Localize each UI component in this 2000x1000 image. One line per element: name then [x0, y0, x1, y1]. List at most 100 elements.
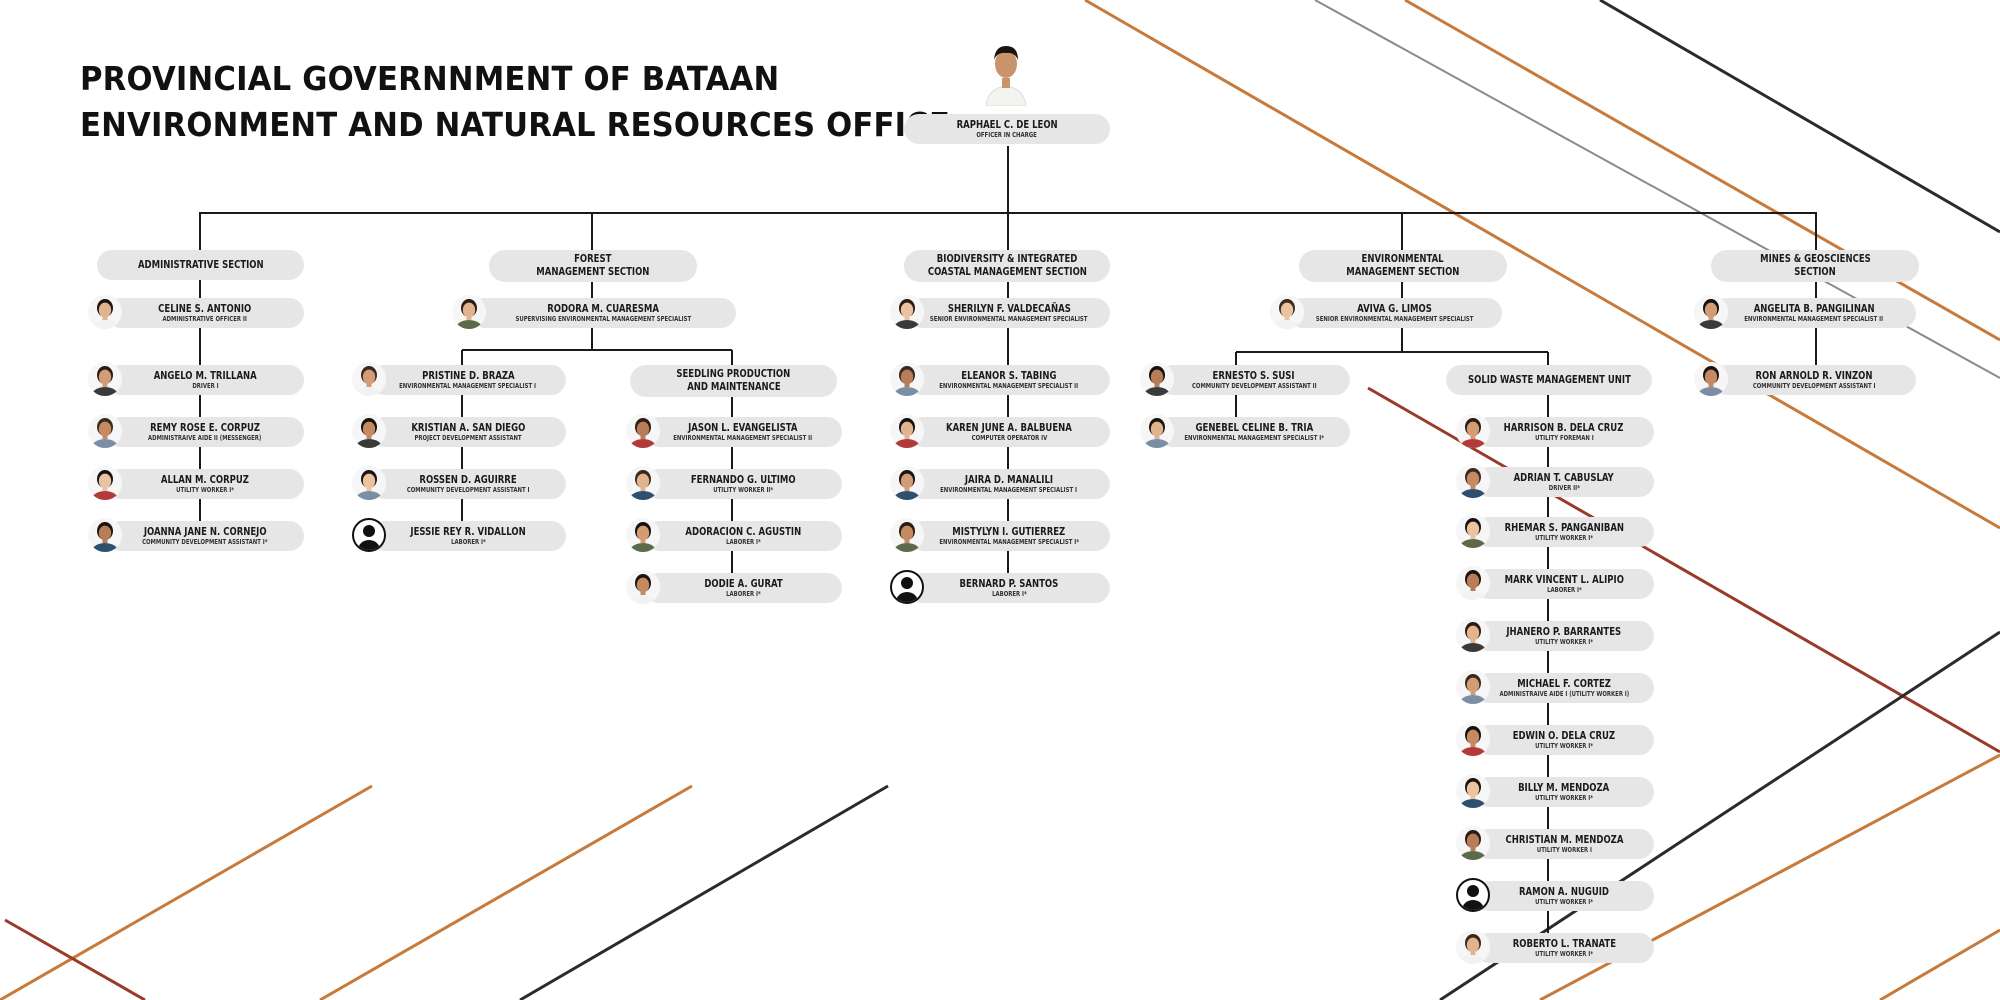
person-position: ENVIRONMENTAL MANAGEMENT SPECIALIST II	[939, 381, 1079, 390]
person-photo	[626, 466, 660, 500]
person-name: RAPHAEL C. DE LEON	[956, 118, 1058, 131]
person-position: ENVIRONMENTAL MANAGEMENT SPECIALIST II	[1744, 314, 1884, 323]
person-position: ENVIRONMENTAL MANAGEMENT SPECIALIST II	[673, 433, 813, 442]
person-position: DRIVER II*	[1548, 483, 1580, 492]
person-photo	[452, 295, 486, 329]
person-photo	[626, 518, 660, 552]
person-photo	[626, 414, 660, 448]
person-photo	[1694, 362, 1728, 396]
person-name: ADORACION C. AGUSTIN	[685, 525, 801, 538]
person-position: DRIVER I	[191, 381, 219, 390]
person-name: RHEMAR S. PANGANIBAN	[1504, 521, 1624, 534]
person-position: PROJECT DEVELOPMENT ASSISTANT	[414, 433, 522, 442]
person-photo	[88, 518, 122, 552]
person-position: COMMUNITY DEVELOPMENT ASSISTANT I	[1752, 381, 1876, 390]
person-photo	[352, 466, 386, 500]
person-photo	[1456, 774, 1490, 808]
person-name: JAIRA D. MANALILI	[964, 473, 1054, 486]
person-photo	[1456, 670, 1490, 704]
person-name: ROSSEN D. AGUIRRE	[419, 473, 517, 486]
person-name: ROBERTO L. TRANATE	[1512, 937, 1616, 950]
silhouette-icon	[1456, 878, 1490, 912]
person-photo	[1140, 362, 1174, 396]
person-name: CHRISTIAN M. MENDOZA	[1505, 833, 1623, 846]
person-photo	[1270, 295, 1304, 329]
person-name: REMY ROSE E. CORPUZ	[150, 421, 260, 434]
section-biodiversity-line-1: BIODIVERSITY & INTEGRATED	[936, 253, 1078, 265]
person-name: ANGELITA B. PANGILINAN	[1753, 302, 1875, 315]
person-position: COMMUNITY DEVELOPMENT ASSISTANT I	[406, 485, 530, 494]
person-name: ADRIAN T. CABUSLAY	[1513, 471, 1615, 484]
person-position: UTILITY WORKER II*	[713, 485, 773, 494]
person-photo	[1456, 618, 1490, 652]
section-mines-geosciences-line-1: MINES & GEOSCIENCES	[1759, 253, 1871, 265]
person-name: BERNARD P. SANTOS	[959, 577, 1059, 590]
person-photo	[890, 414, 924, 448]
person-position: COMMUNITY DEVELOPMENT ASSISTANT II	[1191, 381, 1317, 390]
silhouette-icon	[352, 518, 386, 552]
person-photo	[1456, 566, 1490, 600]
section-administrative: ADMINISTRATIVE SECTION	[97, 250, 304, 280]
person-name: KRISTIAN A. SAN DIEGO	[411, 421, 525, 434]
person-name: ERNESTO S. SUSI	[1212, 369, 1296, 382]
person-position: UTILITY WORKER I*	[176, 485, 234, 494]
person-name: JASON L. EVANGELISTA	[688, 421, 798, 434]
person-photo	[626, 570, 660, 604]
subunit-solid-waste: SOLID WASTE MANAGEMENT UNIT	[1446, 365, 1652, 395]
section-forest-management-line-1: FOREST	[574, 253, 612, 265]
person-name: EDWIN O. DELA CRUZ	[1512, 729, 1616, 742]
person-photo	[890, 518, 924, 552]
person-name: MISTYLYN I. GUTIERREZ	[952, 525, 1066, 538]
person-position: LABORER I*	[725, 537, 761, 546]
person-name: CELINE S. ANTONIO	[158, 302, 252, 315]
person-photo	[1456, 414, 1490, 448]
person-photo	[88, 414, 122, 448]
person-position: OFFICER IN CHARGE	[976, 130, 1038, 139]
person-position: UTILITY WORKER I*	[1535, 949, 1593, 958]
person-position: LABORER I*	[725, 589, 761, 598]
person-name: JESSIE REY R. VIDALLON	[410, 525, 526, 538]
subunit-solid-waste-line-1: SOLID WASTE MANAGEMENT UNIT	[1467, 373, 1631, 386]
person-position: UTILITY FOREMAN I	[1534, 433, 1594, 442]
person-name: AVIVA G. LIMOS	[1357, 302, 1433, 315]
person-position: COMPUTER OPERATOR IV	[971, 433, 1047, 442]
person-photo	[352, 414, 386, 448]
person-photo	[1140, 414, 1174, 448]
section-environmental-management-line-2: MANAGEMENT SECTION	[1346, 266, 1460, 278]
person-photo	[88, 362, 122, 396]
person-position: UTILITY WORKER I*	[1535, 897, 1593, 906]
person-name: RODORA M. CUARESMA	[547, 302, 659, 315]
person-name: ANGELO M. TRILLANA	[153, 369, 257, 382]
person-photo	[1694, 295, 1728, 329]
person-name: DODIE A. GURAT	[703, 577, 783, 590]
person-position: ENVIRONMENTAL MANAGEMENT SPECIALIST I	[399, 381, 537, 390]
person-name: JOANNA JANE N. CORNEJO	[143, 525, 267, 538]
section-administrative-line-1: ADMINISTRATIVE SECTION	[137, 258, 264, 271]
